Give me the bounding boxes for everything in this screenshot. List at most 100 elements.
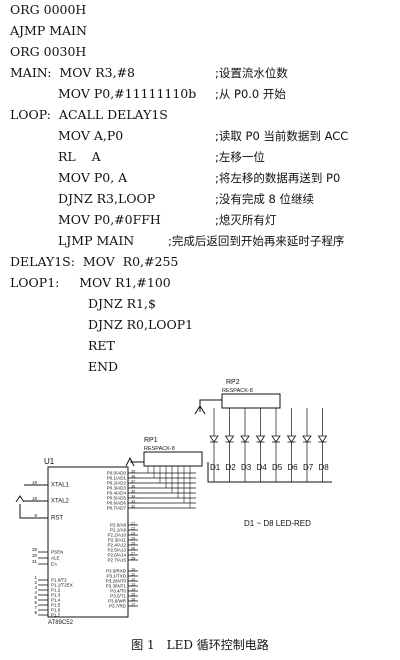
led-label: D7 [303,463,314,472]
figure-number: 图 1 [131,638,155,652]
p0-pin-label: P0.2/AD2 [107,481,127,486]
led-label: D2 [226,463,237,472]
p2-pin-label: P2.6/A14 [107,553,126,558]
p3-pin-number: 16 [131,598,135,602]
chip-pin-number: 4 [34,590,37,595]
mcu-chip-body [47,466,129,618]
p2-pin-label: P2.3/A11 [108,538,127,543]
p2-pin-number: 24 [131,537,135,541]
led-diode-icon [286,435,297,443]
p3-pin-label: P3.3/INT1 [106,584,127,589]
power-arrow-icon [125,456,135,467]
p3-pin-number: 12 [131,578,135,582]
led-diode-icon [255,435,266,443]
chip-name-label: AT89C52 [48,620,74,626]
led-label: D6 [288,463,299,472]
rp1-ref-label: RP1 [144,437,158,444]
led-diode-icon [240,435,250,443]
chip-pin-label: PSEN [51,550,63,555]
p3-pin-label: P3.5/T1 [110,594,126,599]
led-label: D8 [319,463,330,472]
p0-pin-number: 39 [131,470,135,474]
p0-pin-label: P0.1/AD1 [107,476,127,481]
p3-pin-number: 17 [131,603,135,607]
led-diode-icon [224,435,235,443]
chip-pin-label: P1.6 [51,608,61,613]
rp1-type-label: RESPACK-8 [144,446,175,452]
chip-pin-number: 6 [34,600,37,605]
led-diode-icon [317,435,328,443]
p2-pin-number: 21 [131,522,135,526]
chip-ref-label: U1 [44,457,55,466]
p2-pin-label: P2.5/A13 [107,548,126,553]
p2-pin-number: 22 [131,527,135,531]
p2-pin-number: 26 [131,547,135,551]
rst-arrow-icon [15,495,25,503]
p0-pin-label: P0.5/AD5 [107,496,127,501]
chip-pin-number: 2 [34,580,37,585]
chip-pin-label: RST [51,516,63,522]
led-label: D5 [272,463,283,472]
chip-pin-label: P1.7 [51,613,61,618]
p0-pin-label: P0.3/AD3 [107,486,127,491]
p2-pin-label: P2.2/A10 [107,533,126,538]
chip-pin-label: EA [51,562,57,567]
chip-pin-number: 8 [34,610,37,615]
chip-pin-number: 29 [32,547,38,552]
rp2-power-wire [199,399,222,412]
p2-pin-number: 23 [131,532,135,536]
chip-pin-number: 3 [34,585,37,590]
p2-pin-number: 28 [131,557,135,561]
led-diode-icon [209,435,219,443]
chip-pin-number: 30 [32,553,38,558]
chip-pin-label: P1.5 [51,603,61,608]
p0-pin-label: P0.0/AD0 [107,471,127,476]
led-label: D4 [257,463,268,472]
rp2-ref-label: RP2 [226,379,240,386]
chip-pin-number: 31 [32,559,38,564]
p0-pin-number: 35 [131,490,135,494]
p2-pin-number: 25 [131,542,135,546]
led-diode-icon [302,435,312,443]
chip-pin-label: P1.3 [51,593,61,598]
chip-pin-label: XTAL2 [51,499,70,505]
rp2-type-label: RESPACK-8 [222,388,253,394]
p0-pin-number: 38 [131,475,135,479]
figure-caption: 图 1 LED 循环控制电路 [0,636,400,653]
led-diode-icon [271,435,281,443]
p3-pin-label: P3.2/INT0 [106,579,127,584]
p3-pin-number: 13 [131,583,135,587]
p3-pin-number: 11 [131,573,135,577]
p0-pin-number: 37 [131,480,135,484]
rp2-resistor-pack [221,393,281,409]
led-label: D3 [241,463,252,472]
p0-pin-number: 36 [131,485,135,489]
p0-pin-label: P0.7/AD7 [107,506,127,511]
figure-title: LED 循环控制电路 [166,638,269,652]
chip-pin-label: P1.4 [51,598,61,603]
chip-pin-label: XTAL1 [51,483,70,489]
rp1-resistor-pack [143,451,203,467]
p3-pin-label: P3.0/RXD [106,569,127,574]
p3-pin-number: 14 [131,588,135,592]
p0-pin-label: P0.6/AD6 [107,501,127,506]
p3-pin-number: 10 [131,568,135,572]
chip-pin-number: 18 [32,496,38,501]
chip-pin-number: 1 [34,575,37,580]
p0-pin-number: 33 [131,500,135,504]
p3-pin-label: P3.1/TXD [106,574,126,579]
power-arrow-icon [194,405,206,415]
p2-pin-label: P2.1/A9 [110,528,127,533]
p3-pin-number: 15 [131,593,135,597]
p2-pin-number: 27 [131,552,135,556]
chip-pin-label: P1.1/T2EX [51,583,73,588]
chip-pin-number: 5 [34,595,37,600]
p3-pin-label: P3.4/T0 [110,589,126,594]
p0-pin-number: 32 [131,505,135,509]
p2-pin-label: P2.7/A15 [107,558,126,563]
p3-pin-label: P3.6/WR [108,599,127,604]
chip-pin-label: P1.2 [51,588,61,593]
led-note-label: D1 ~ D8 LED-RED [244,519,311,528]
